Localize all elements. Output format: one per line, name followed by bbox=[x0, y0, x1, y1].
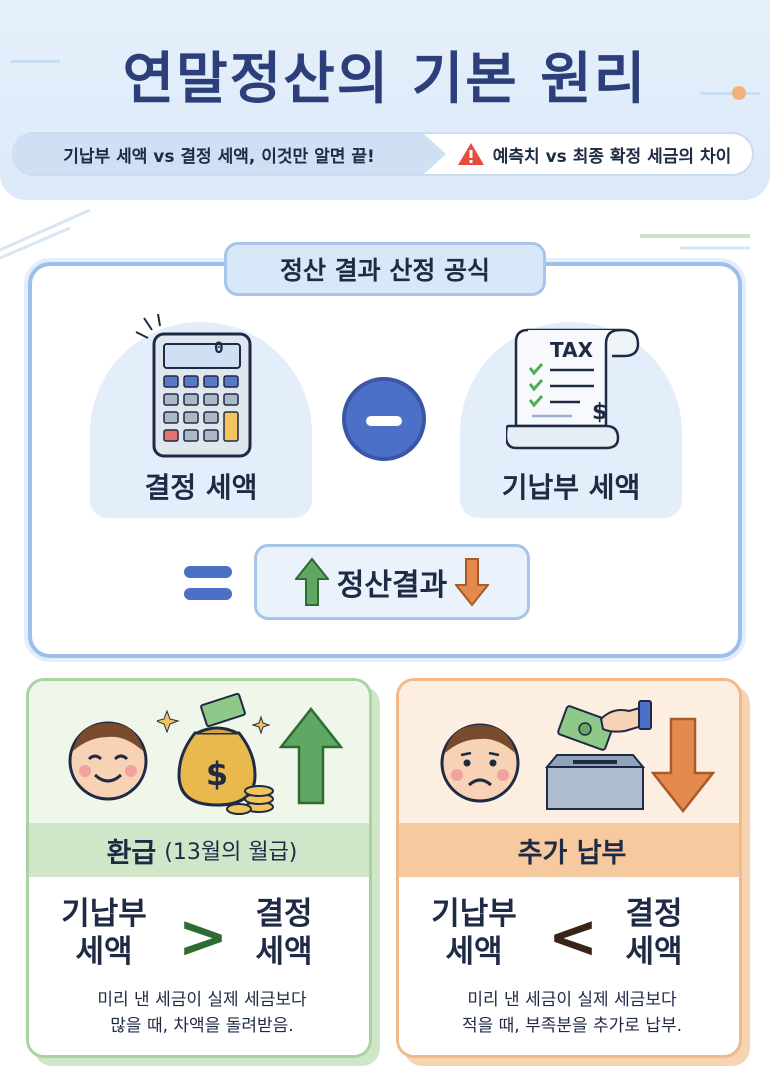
warning-triangle-icon bbox=[457, 143, 484, 165]
refund-card-top: $ bbox=[29, 681, 369, 823]
payment-band: 추가 납부 bbox=[399, 823, 739, 877]
refund-card-body: 기납부 세액 > 결정 세액 미리 낸 세금이 실제 세금보다 많을 때, 차액… bbox=[29, 877, 369, 1055]
decor-lines-right bbox=[640, 234, 750, 250]
greater-than-icon: > bbox=[177, 902, 229, 972]
refund-desc-line1: 미리 낸 세금이 실제 세금보다 bbox=[97, 990, 307, 1010]
decor-lines-left bbox=[0, 208, 91, 260]
payment-desc-line1: 미리 낸 세금이 실제 세금보다 bbox=[467, 990, 677, 1010]
sad-face-icon bbox=[440, 723, 520, 803]
subtitle-left: 기납부 세액 vs 결정 세액, 이것만 알면 끝! bbox=[14, 134, 446, 174]
subtitle-right: 예측치 vs 최종 확정 세금의 차이 bbox=[434, 134, 752, 174]
payment-left-word: 기납부 세액 bbox=[431, 896, 517, 970]
result-box: 정산결과 bbox=[254, 544, 530, 620]
refund-card: $ 환급 (13월의 월급) 기납부 세액 > 결정 세액 미리 낸 세금이 실… bbox=[26, 678, 372, 1058]
refund-left-word: 기납부 세액 bbox=[61, 896, 147, 970]
paying-money-icon bbox=[544, 700, 652, 810]
refund-right-word: 결정 세액 bbox=[255, 896, 313, 970]
decor-line bbox=[10, 60, 60, 63]
arrow-up-icon bbox=[279, 707, 343, 805]
refund-description: 미리 낸 세금이 실제 세금보다 많을 때, 차액을 돌려받음. bbox=[29, 987, 369, 1039]
money-bag-icon: $ bbox=[157, 693, 274, 815]
receipt-tax-text: TAX bbox=[550, 338, 593, 362]
refund-title: 환급 bbox=[106, 837, 157, 869]
calculator-display: 0 bbox=[214, 338, 224, 357]
calculator-icon bbox=[135, 313, 252, 458]
payment-description: 미리 낸 세금이 실제 세금보다 적을 때, 부족분을 추가로 납부. bbox=[399, 987, 739, 1039]
label-prepaid-tax: 기납부 세액 bbox=[501, 471, 641, 504]
payment-title: 추가 납부 bbox=[517, 837, 627, 869]
minus-operator-icon bbox=[342, 377, 426, 461]
less-than-icon: < bbox=[547, 902, 599, 972]
dollar-sign-icon: $ bbox=[592, 400, 608, 425]
payment-card-body: 기납부 세액 < 결정 세액 미리 낸 세금이 실제 세금보다 적을 때, 부족… bbox=[399, 877, 739, 1055]
refund-desc-line2: 많을 때, 차액을 돌려받음. bbox=[110, 1016, 294, 1036]
equals-icon bbox=[184, 566, 232, 602]
arrow-up-icon bbox=[294, 557, 329, 606]
decor-line bbox=[700, 92, 760, 95]
refund-band: 환급 (13월의 월급) bbox=[29, 823, 369, 877]
arrow-down-icon bbox=[651, 717, 715, 813]
subtitle-right-text: 예측치 vs 최종 확정 세금의 차이 bbox=[492, 146, 732, 167]
arrow-down-icon bbox=[455, 558, 490, 607]
refund-title-note: (13월의 월급) bbox=[164, 840, 298, 865]
result-label: 정산결과 bbox=[336, 568, 448, 603]
subtitle-bar: 기납부 세액 vs 결정 세액, 이것만 알면 끝! 예측치 vs 최종 확정 … bbox=[12, 132, 754, 176]
payment-right-word: 결정 세액 bbox=[625, 896, 683, 970]
payment-card: 추가 납부 기납부 세액 < 결정 세액 미리 낸 세금이 실제 세금보다 적을… bbox=[396, 678, 742, 1058]
svg-text:$: $ bbox=[206, 755, 228, 793]
payment-card-top bbox=[399, 681, 739, 823]
payment-desc-line2: 적을 때, 부족분을 추가로 납부. bbox=[461, 1016, 683, 1036]
page-title: 연말정산의 기본 원리 bbox=[122, 47, 648, 112]
happy-face-icon bbox=[68, 721, 148, 801]
tax-receipt-icon bbox=[506, 328, 640, 450]
formula-title: 정산 결과 산정 공식 bbox=[224, 242, 546, 296]
label-determined-tax: 결정 세액 bbox=[144, 471, 258, 504]
decor-dot-icon bbox=[732, 86, 746, 100]
